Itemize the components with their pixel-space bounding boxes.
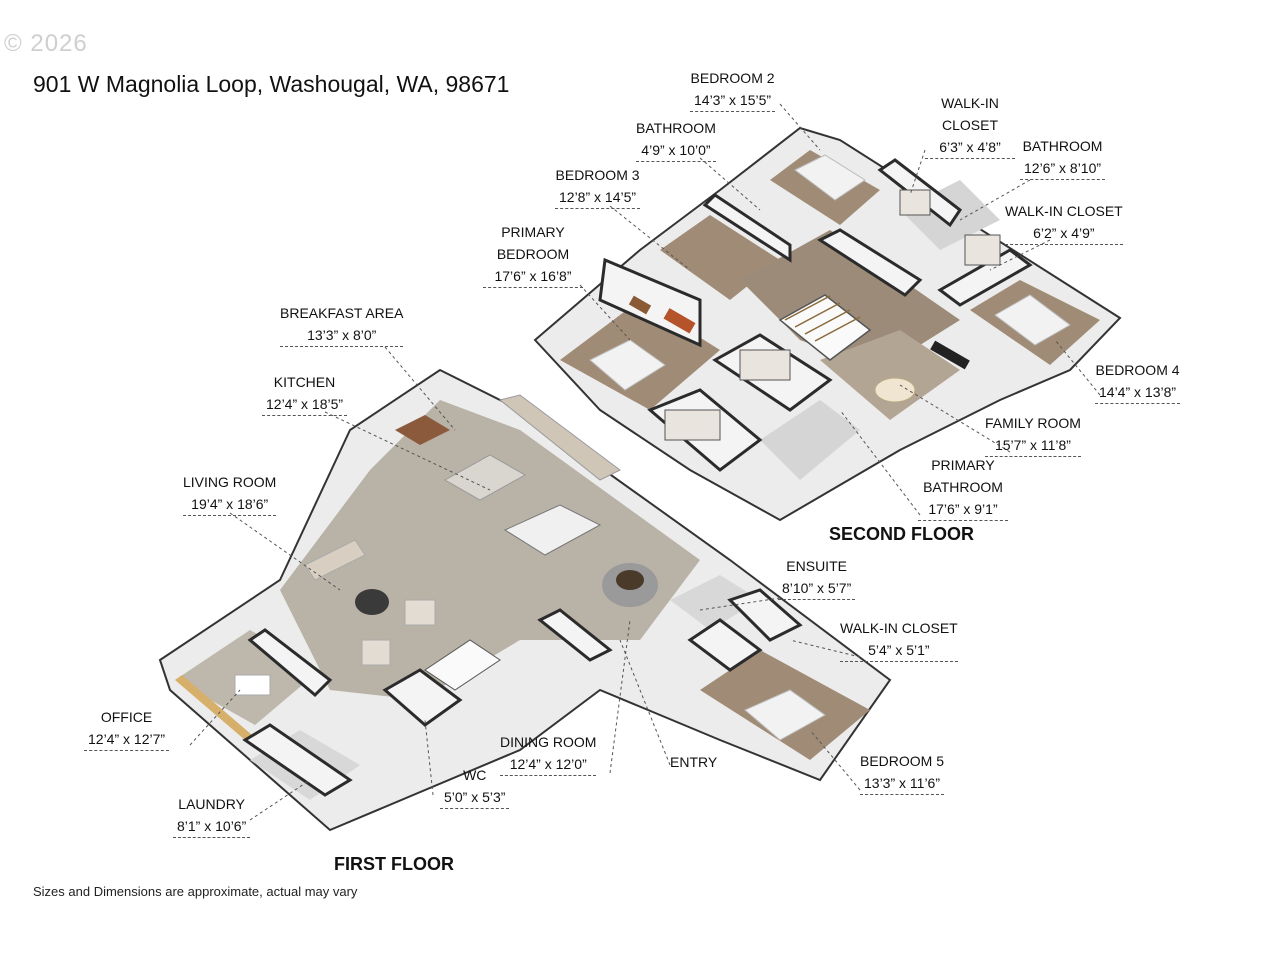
closet-c <box>899 189 931 216</box>
kitchen-counter <box>498 394 621 481</box>
sofa <box>304 539 366 581</box>
family-room-table <box>874 377 916 403</box>
first-floor-stair <box>424 639 501 691</box>
bedroom4-bed <box>994 294 1071 346</box>
second-floor-plan <box>533 126 1122 522</box>
primary-bed <box>589 339 666 391</box>
bedroom5-bed <box>744 689 826 741</box>
first-floor-title: FIRST FLOOR <box>334 854 454 874</box>
office-desk <box>175 675 252 740</box>
first-floor-plan <box>158 368 892 832</box>
dining-table <box>616 570 644 590</box>
copyright-watermark: © 2026 <box>4 30 88 57</box>
tv-console <box>930 340 970 370</box>
coffee-table <box>355 589 389 615</box>
armchair-1 <box>404 599 436 626</box>
closet-a <box>739 349 791 381</box>
closet-d <box>964 234 1001 266</box>
family-room-floor <box>820 330 960 420</box>
bedroom2-bed <box>794 154 866 201</box>
disclaimer-text: Sizes and Dimensions are approximate, ac… <box>33 884 358 899</box>
label-entry: ENTRY <box>670 754 718 770</box>
main-wood-floor <box>280 400 700 700</box>
armchair-2 <box>361 639 391 666</box>
property-address: 901 W Magnolia Loop, Washougal, WA, 9867… <box>33 71 510 97</box>
ensuite-floor <box>670 575 760 630</box>
office-table <box>234 674 271 696</box>
primary-bath-floor <box>760 400 860 480</box>
kitchen-island <box>443 454 527 501</box>
breakfast-table <box>395 415 450 445</box>
kitchen-peninsula <box>503 504 602 556</box>
second-floor-title: SECOND FLOOR <box>829 524 975 544</box>
closet-b <box>664 409 721 441</box>
